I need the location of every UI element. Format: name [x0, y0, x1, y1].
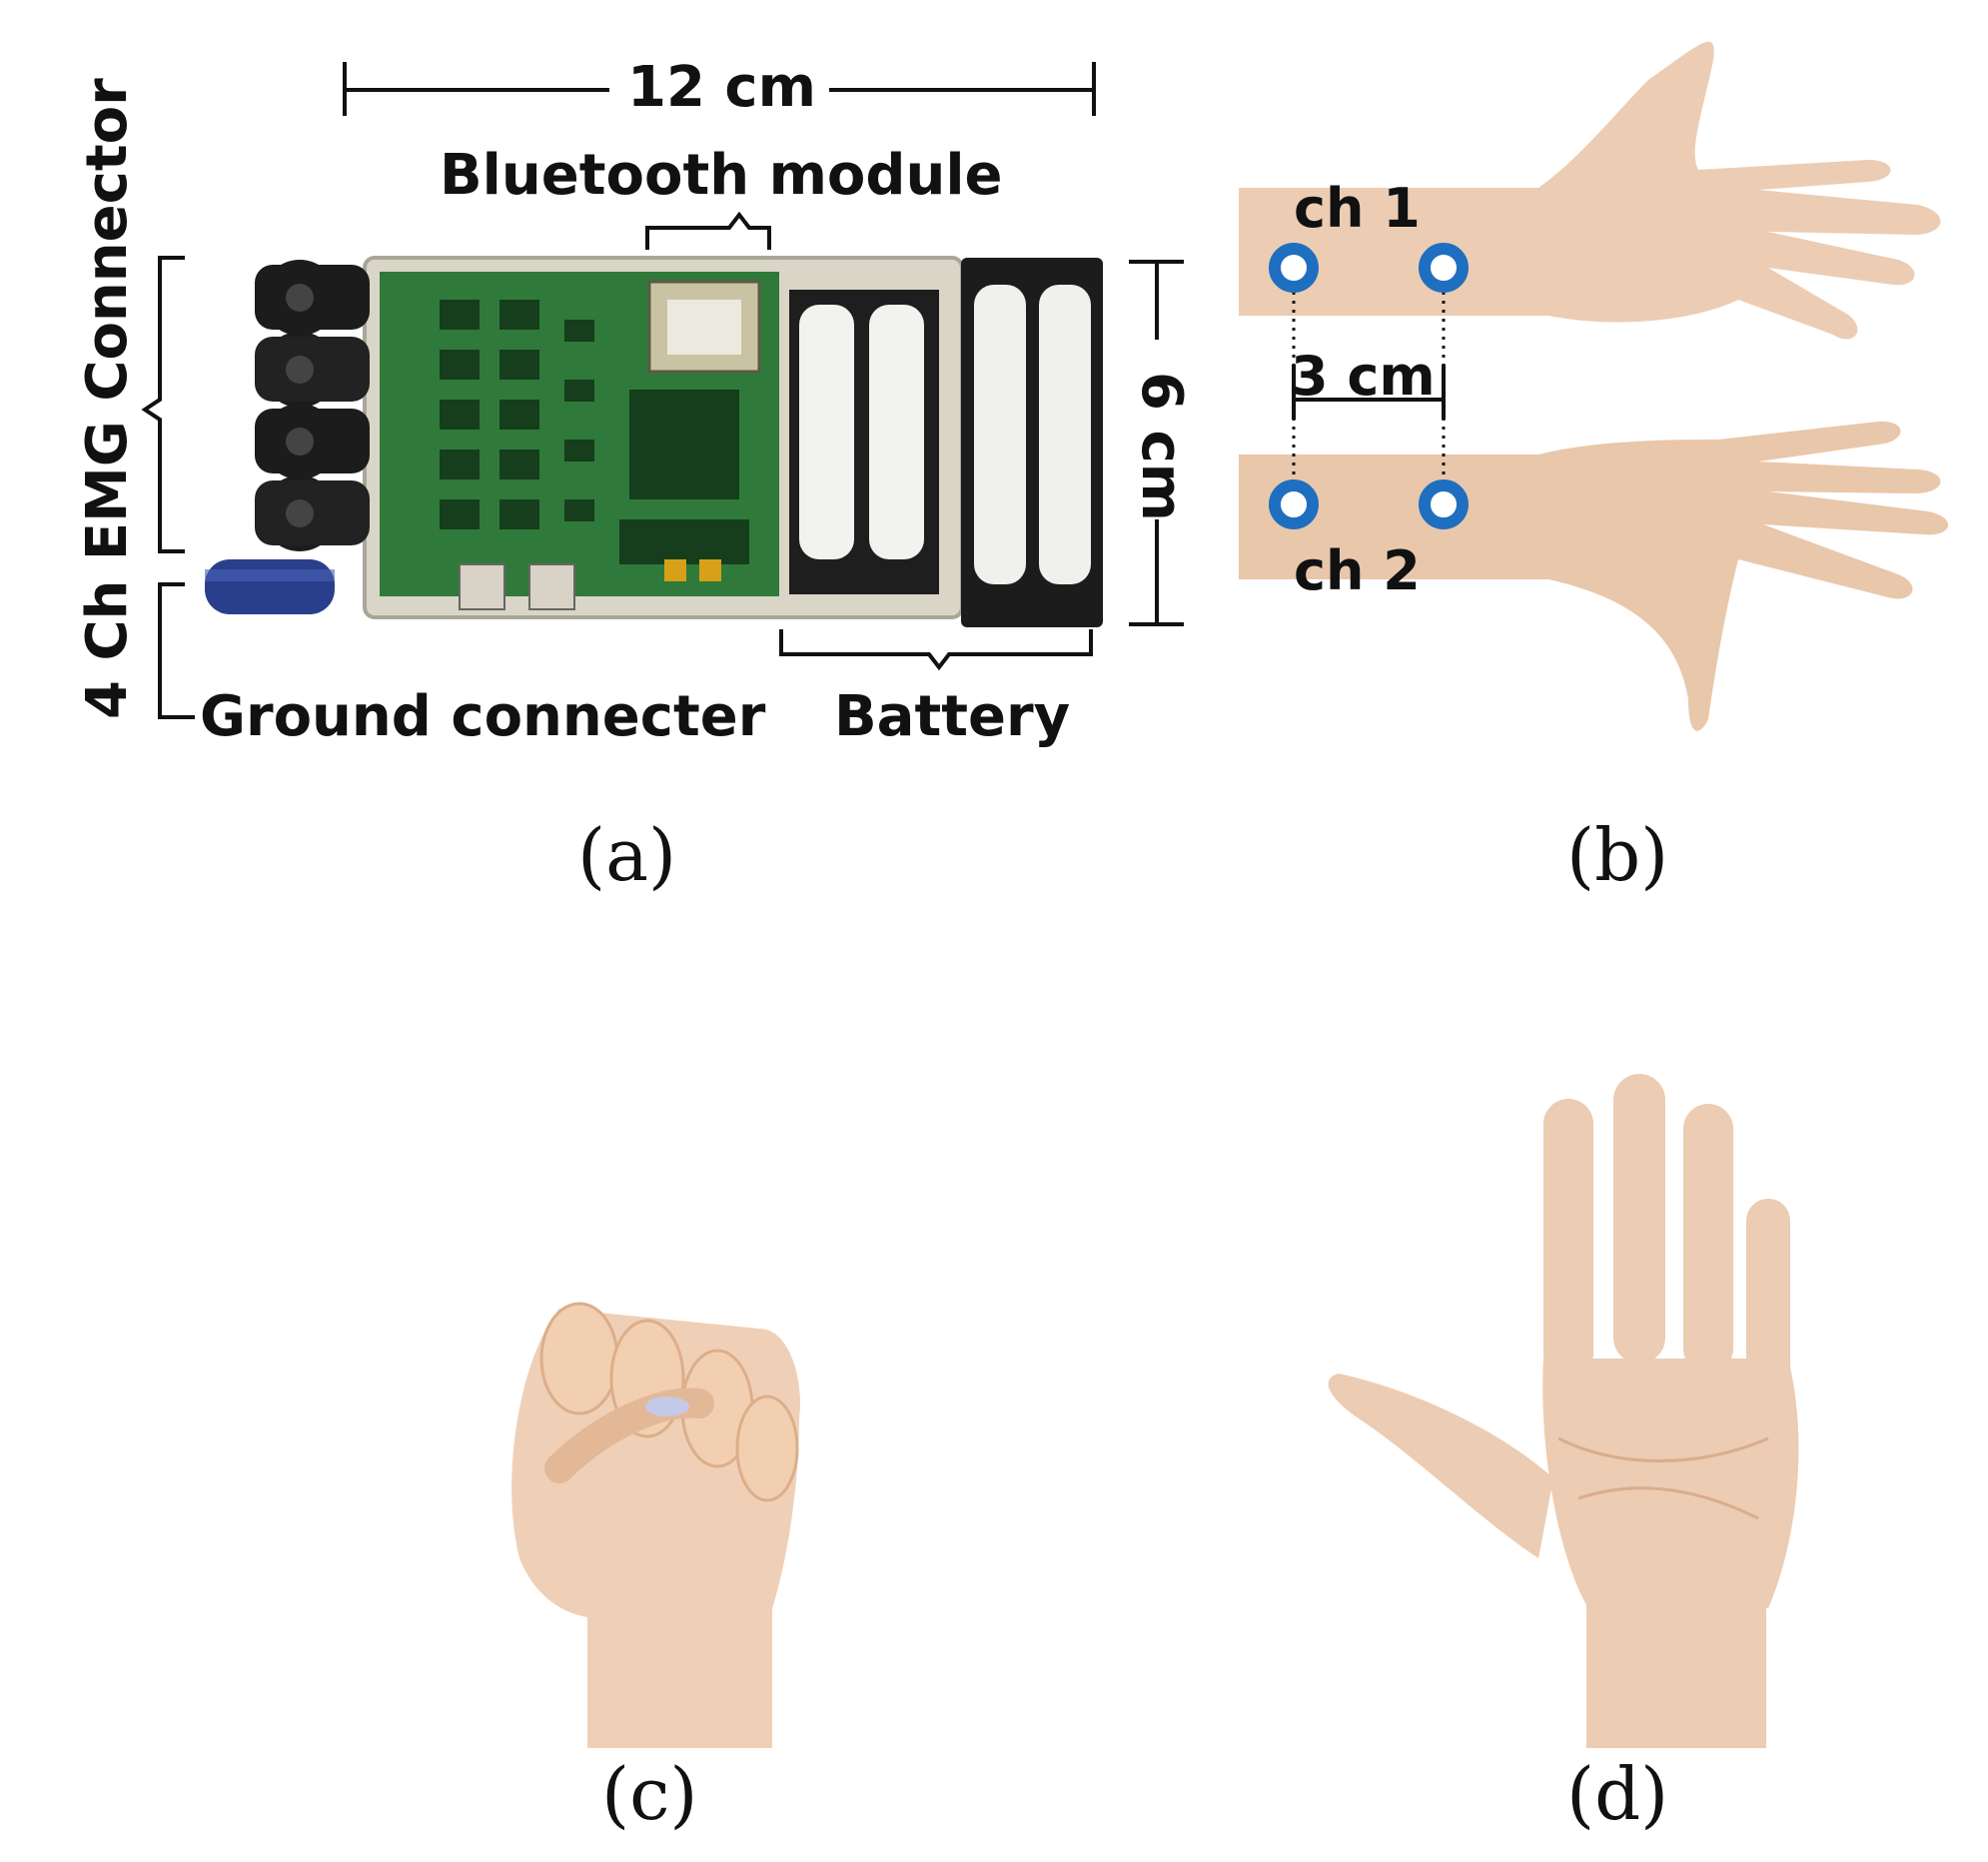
ground-bracket [158, 582, 195, 719]
pcb-chips [440, 300, 749, 564]
ch2-label: ch 2 [1294, 539, 1421, 602]
bluetooth-bracket [645, 211, 771, 250]
caption-a: (a) [577, 813, 677, 897]
electrode-ch2-right [1419, 479, 1469, 529]
upper-arm-hand [1239, 41, 1941, 340]
battery-label: Battery [834, 684, 1071, 749]
bluetooth-label: Bluetooth module [440, 143, 1003, 208]
caption-d: (d) [1566, 1752, 1669, 1836]
width-dimension [343, 62, 1096, 116]
width-label: 12 cm [627, 55, 816, 120]
battery-bracket [779, 629, 1093, 671]
connector-bracket [141, 256, 185, 553]
height-dimension [1129, 260, 1184, 626]
electrode-ch1-left [1269, 243, 1319, 293]
electrode-ch2-left [1269, 479, 1319, 529]
caption-c: (c) [601, 1752, 698, 1836]
electrodes [1269, 243, 1469, 529]
electrode-ch1-right [1419, 243, 1469, 293]
ground-label: Ground connecter [200, 684, 766, 749]
caption-b: (b) [1566, 813, 1669, 897]
spacing-bar [1292, 365, 1446, 420]
ch1-label: ch 1 [1294, 177, 1421, 240]
emg-connectors [255, 260, 370, 551]
spacing-label: 3 cm [1291, 345, 1436, 408]
